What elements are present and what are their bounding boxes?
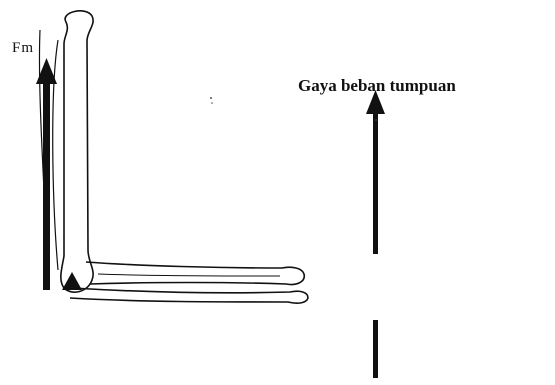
speck [210,97,212,99]
muscle-force-label: Fm [12,40,34,57]
speck [375,119,376,120]
elbow-joint-pivot-triangle [62,272,82,290]
load-force-label: Gaya beban tumpuan [298,76,456,96]
speck [211,102,213,104]
load-force-arrow [366,90,385,254]
lower-force-bar [373,320,378,378]
forearm-bones [70,262,308,303]
